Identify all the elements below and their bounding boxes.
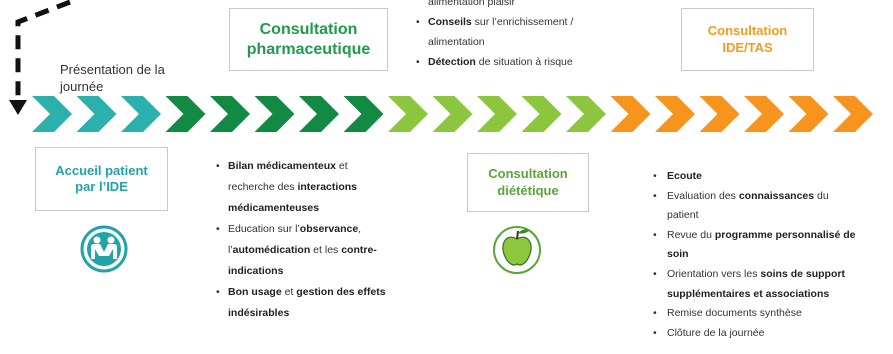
chevron-step	[299, 96, 339, 132]
chevron-step	[699, 96, 740, 132]
list-item: Revue du programme personnalisé de	[651, 226, 891, 246]
list-item: alimentation	[428, 36, 485, 48]
list-item: Remise documents synthèse	[651, 304, 891, 324]
chevron-step	[254, 96, 295, 132]
dashed-arrow-icon	[9, 0, 71, 115]
chevron-step	[32, 96, 72, 132]
list-item: alimentation plaisir	[428, 0, 515, 8]
list-item: Ecoute	[651, 167, 891, 187]
chevron-step	[477, 96, 517, 132]
chevron-step	[566, 96, 606, 132]
chevron-step	[610, 96, 651, 132]
chevron-step	[165, 96, 206, 132]
chevron-step	[76, 96, 117, 132]
chevron-step	[210, 96, 250, 132]
chevron-step	[432, 96, 473, 132]
chevron-step	[343, 96, 384, 132]
list-item: Conseils sur l’enrichissement /	[416, 12, 626, 32]
people-icon	[80, 225, 128, 273]
chevron-step	[655, 96, 695, 132]
list-item: Evaluation des connaissances du	[651, 187, 891, 207]
chevron-step	[121, 96, 161, 132]
chevron-step	[388, 96, 428, 132]
diet-advice-list: alimentation plaisir Conseils sur l’enri…	[416, 0, 626, 72]
chevron-step	[788, 96, 829, 132]
intro-text: Présentation de la journée	[60, 62, 165, 94]
list-item: Détection de situation à risque	[416, 52, 626, 72]
chevron-step	[521, 96, 562, 132]
pharma-items-list: Bilan médicamenteux et recherche des int…	[216, 156, 416, 324]
chevron-step	[833, 96, 873, 132]
list-item: Bon usage et gestion des effets	[216, 282, 416, 303]
apple-icon	[493, 226, 541, 274]
ide-items-list: Ecoute Evaluation des connaissances du p…	[651, 167, 891, 343]
list-item: Education sur l’observance,	[216, 219, 416, 240]
list-item: Orientation vers les soins de support	[651, 265, 891, 285]
list-item: Clôture de la journée	[651, 324, 891, 344]
list-item: Bilan médicamenteux et	[216, 156, 416, 177]
chevron-step	[744, 96, 784, 132]
